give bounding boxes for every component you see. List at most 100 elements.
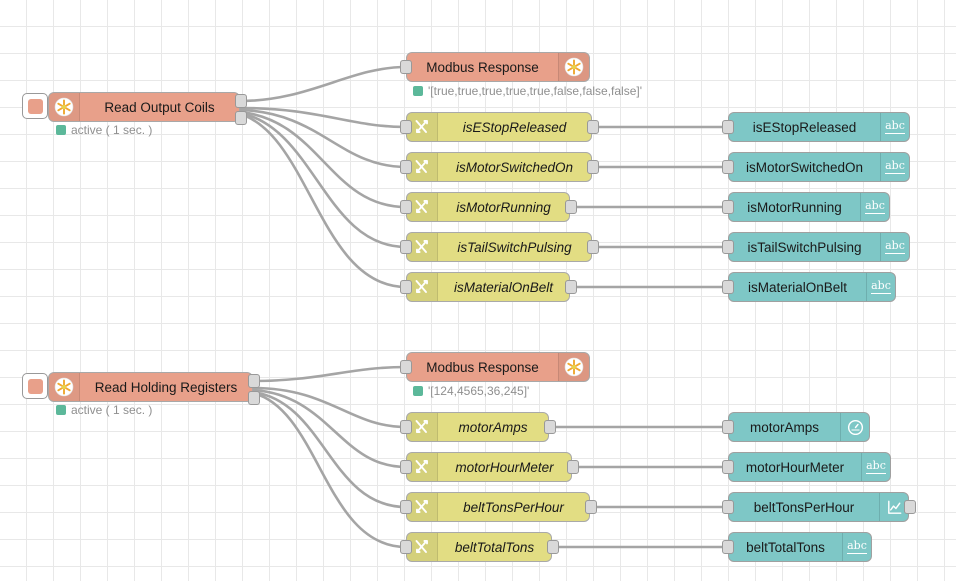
input-port[interactable] — [722, 420, 734, 434]
node-debug-istailswitchpulsing[interactable]: isTailSwitchPulsing abc — [728, 232, 910, 262]
status-dot — [413, 386, 423, 396]
node-function-belttotaltons[interactable]: beltTotalTons — [406, 532, 552, 562]
input-port[interactable] — [722, 200, 734, 214]
output-port[interactable] — [235, 94, 247, 108]
input-port[interactable] — [400, 360, 412, 374]
status-text: '[124,4565,36,245]' — [428, 384, 530, 398]
status-text: '[true,true,true,true,true,false,false,f… — [428, 84, 643, 98]
abc-icon: abc — [880, 113, 909, 141]
output-port[interactable] — [585, 500, 597, 514]
abc-icon: abc — [861, 453, 890, 481]
input-port[interactable] — [722, 540, 734, 554]
input-port[interactable] — [400, 460, 412, 474]
function-icon — [407, 233, 438, 261]
output-port[interactable] — [565, 280, 577, 294]
input-port[interactable] — [400, 240, 412, 254]
node-function-isestopreleased[interactable]: isEStopReleased — [406, 112, 592, 142]
node-debug-motorhourmeter[interactable]: motorHourMeter abc — [728, 452, 891, 482]
node-label: isMotorSwitchedOn — [745, 159, 864, 175]
output-port[interactable] — [544, 420, 556, 434]
input-port[interactable] — [722, 240, 734, 254]
node-status: '[true,true,true,true,true,false,false,f… — [413, 84, 642, 98]
modbus-asterisk-icon — [49, 373, 80, 401]
node-function-motorhourmeter[interactable]: motorHourMeter — [406, 452, 572, 482]
abc-icon: abc — [866, 273, 895, 301]
node-debug-motoramps[interactable]: motorAmps — [728, 412, 870, 442]
function-icon — [407, 533, 438, 561]
input-port[interactable] — [722, 160, 734, 174]
input-port[interactable] — [400, 540, 412, 554]
node-label: isEStopReleased — [752, 119, 857, 135]
abc-icon: abc — [880, 233, 909, 261]
output-port[interactable] — [904, 500, 916, 514]
node-function-belttonsperhour[interactable]: beltTonsPerHour — [406, 492, 590, 522]
node-label: Read Output Coils — [104, 99, 215, 115]
node-label: isMaterialOnBelt — [453, 279, 554, 295]
node-label: motorHourMeter — [455, 459, 554, 475]
function-icon — [407, 153, 438, 181]
node-label: motorAmps — [458, 419, 528, 435]
node-label: isEStopReleased — [462, 119, 567, 135]
output-port[interactable] — [248, 391, 260, 405]
gauge-icon — [840, 413, 869, 441]
node-debug-ismotorswitchedon[interactable]: isMotorSwitchedOn abc — [728, 152, 910, 182]
output-port[interactable] — [565, 200, 577, 214]
read-output-coils-button[interactable] — [22, 93, 48, 119]
output-port[interactable] — [587, 240, 599, 254]
node-read-holding-registers[interactable]: Read Holding Registers — [48, 372, 253, 402]
input-port[interactable] — [722, 280, 734, 294]
abc-icon: abc — [860, 193, 889, 221]
function-icon — [407, 193, 438, 221]
button-inner — [27, 98, 43, 114]
node-modbus-response-1[interactable]: Modbus Response — [406, 52, 590, 82]
output-port[interactable] — [587, 160, 599, 174]
node-label: isMaterialOnBelt — [747, 279, 848, 295]
output-port[interactable] — [587, 120, 599, 134]
node-function-ismotorswitchedon[interactable]: isMotorSwitchedOn — [406, 152, 592, 182]
node-function-ismaterialonbelt[interactable]: isMaterialOnBelt — [406, 272, 570, 302]
node-debug-ismotorrunning[interactable]: isMotorRunning abc — [728, 192, 890, 222]
node-function-ismotorrunning[interactable]: isMotorRunning — [406, 192, 570, 222]
node-function-istailswitchpulsing[interactable]: isTailSwitchPulsing — [406, 232, 592, 262]
read-holding-registers-button[interactable] — [22, 373, 48, 399]
node-label: Modbus Response — [426, 359, 539, 375]
node-modbus-response-2[interactable]: Modbus Response — [406, 352, 590, 382]
node-read-output-coils[interactable]: Read Output Coils — [48, 92, 240, 122]
node-label: beltTonsPerHour — [753, 499, 855, 515]
input-port[interactable] — [400, 200, 412, 214]
node-debug-isestopreleased[interactable]: isEStopReleased abc — [728, 112, 910, 142]
chart-line-icon — [879, 493, 908, 521]
node-label: beltTonsPerHour — [463, 499, 564, 515]
node-status: '[124,4565,36,245]' — [413, 384, 529, 398]
node-debug-ismaterialonbelt[interactable]: isMaterialOnBelt abc — [728, 272, 896, 302]
input-port[interactable] — [400, 160, 412, 174]
output-port[interactable] — [567, 460, 579, 474]
node-label: beltTotalTons — [746, 539, 825, 555]
input-port[interactable] — [400, 420, 412, 434]
node-label: motorHourMeter — [745, 459, 845, 475]
abc-icon: abc — [842, 533, 871, 561]
status-text: active ( 1 sec. ) — [71, 403, 153, 417]
function-icon — [407, 113, 438, 141]
input-port[interactable] — [722, 460, 734, 474]
input-port[interactable] — [722, 500, 734, 514]
function-icon — [407, 273, 438, 301]
input-port[interactable] — [400, 120, 412, 134]
input-port[interactable] — [400, 500, 412, 514]
node-function-motoramps[interactable]: motorAmps — [406, 412, 549, 442]
abc-icon: abc — [880, 153, 909, 181]
input-port[interactable] — [400, 280, 412, 294]
node-debug-belttotaltons[interactable]: beltTotalTons abc — [728, 532, 872, 562]
status-dot — [56, 125, 66, 135]
output-port[interactable] — [547, 540, 559, 554]
node-debug-belttonsperhour[interactable]: beltTonsPerHour — [728, 492, 909, 522]
status-dot — [56, 405, 66, 415]
input-port[interactable] — [400, 60, 412, 74]
output-port[interactable] — [235, 111, 247, 125]
status-dot — [413, 86, 423, 96]
modbus-asterisk-icon — [558, 353, 589, 381]
output-port[interactable] — [248, 374, 260, 388]
node-label: Read Holding Registers — [94, 379, 238, 395]
input-port[interactable] — [722, 120, 734, 134]
